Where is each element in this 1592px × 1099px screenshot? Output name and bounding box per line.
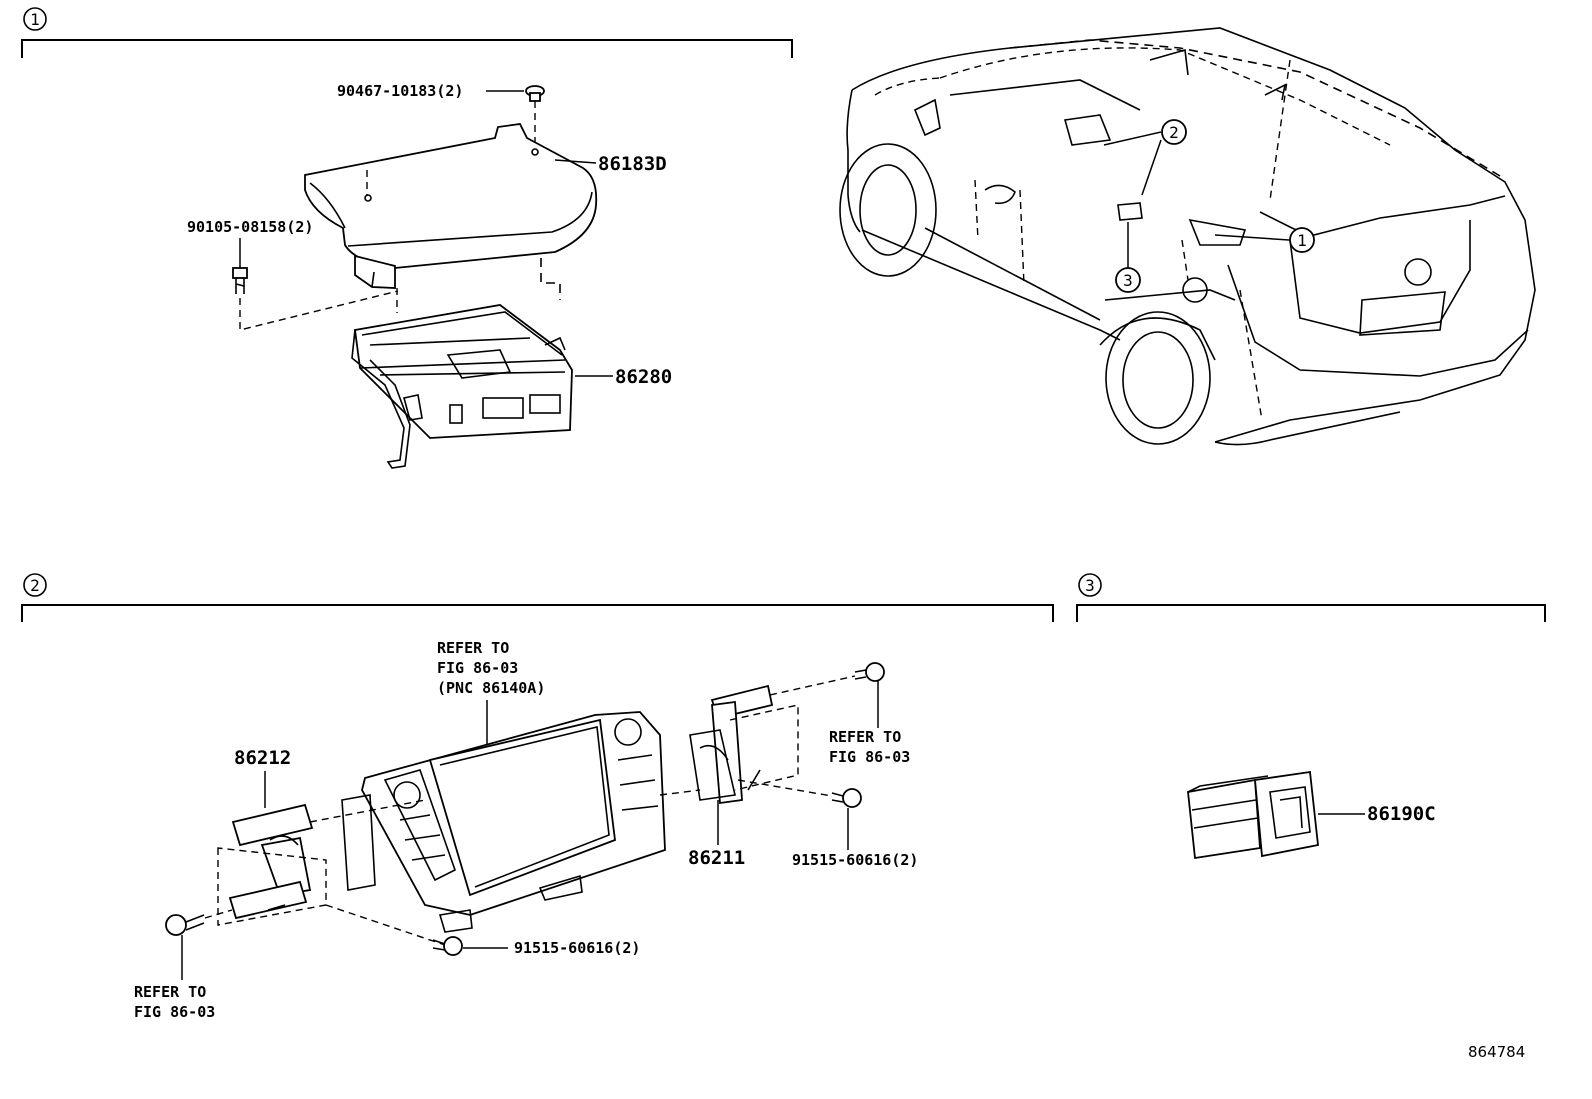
- label-cover-part: 86183D: [598, 153, 667, 175]
- vehicle-illustration: 2 1 3: [839, 27, 1536, 446]
- right-bracket-icon: [689, 684, 774, 805]
- label-refer-top-3: (PNC 86140A): [437, 679, 545, 697]
- car-callout-1: 1: [1289, 227, 1315, 253]
- left-bracket-icon: [228, 803, 314, 920]
- label-refer-top-2: FIG 86-03: [437, 659, 518, 677]
- svg-text:2: 2: [30, 576, 40, 595]
- label-bolt-part: 90105-08158(2): [187, 218, 313, 236]
- label-right-bracket: 86211: [688, 847, 745, 869]
- label-refer-right-1: REFER TO: [829, 728, 901, 746]
- screw-top-right-icon: [854, 662, 885, 682]
- screw-left-icon: [165, 914, 205, 936]
- svg-text:3: 3: [1085, 576, 1095, 595]
- section-1: 1 90467-10183(2) 86183D 90105-08158(2): [21, 7, 793, 469]
- label-refer-right-2: FIG 86-03: [829, 748, 910, 766]
- screw-right-icon: [831, 788, 862, 808]
- section-3-bracket: [1076, 604, 1546, 622]
- car-callout-2: 2: [1161, 119, 1187, 145]
- label-screw-bottom: 91515-60616(2): [514, 939, 640, 957]
- callout-2-marker: 2: [23, 573, 47, 597]
- svg-text:1: 1: [1297, 231, 1307, 250]
- cover-part-icon: [304, 123, 598, 289]
- label-screw-right: 91515-60616(2): [792, 851, 918, 869]
- label-refer-top-1: REFER TO: [437, 639, 509, 657]
- section-3: 3 86190C: [1076, 573, 1546, 860]
- clip-icon: [525, 85, 545, 102]
- label-refer-left-1: REFER TO: [134, 983, 206, 1001]
- display-unit-icon: [341, 711, 666, 933]
- callout-1-marker: 1: [23, 7, 47, 31]
- svg-text:3: 3: [1123, 271, 1133, 290]
- label-amplifier-part: 86280: [615, 366, 672, 388]
- label-clip-part: 90467-10183(2): [337, 82, 463, 100]
- svg-text:1: 1: [30, 10, 40, 29]
- amplifier-part-icon: [351, 304, 573, 469]
- section-1-bracket: [21, 39, 793, 58]
- callout-3-marker: 3: [1078, 573, 1102, 597]
- section-2-bracket: [21, 604, 1054, 622]
- screw-bottom-icon: [432, 936, 463, 956]
- label-module-part: 86190C: [1367, 803, 1436, 825]
- label-left-bracket: 86212: [234, 747, 291, 769]
- label-refer-left-2: FIG 86-03: [134, 1003, 215, 1021]
- module-part-icon: [1187, 770, 1319, 860]
- car-callout-3: 3: [1115, 267, 1141, 293]
- section-2: 2 REFER TO FIG 86-03 (PNC 86140A) 86212: [21, 573, 1054, 1021]
- bolt-icon: [232, 267, 248, 294]
- figure-id: 864784: [1468, 1043, 1525, 1061]
- svg-text:2: 2: [1169, 123, 1179, 142]
